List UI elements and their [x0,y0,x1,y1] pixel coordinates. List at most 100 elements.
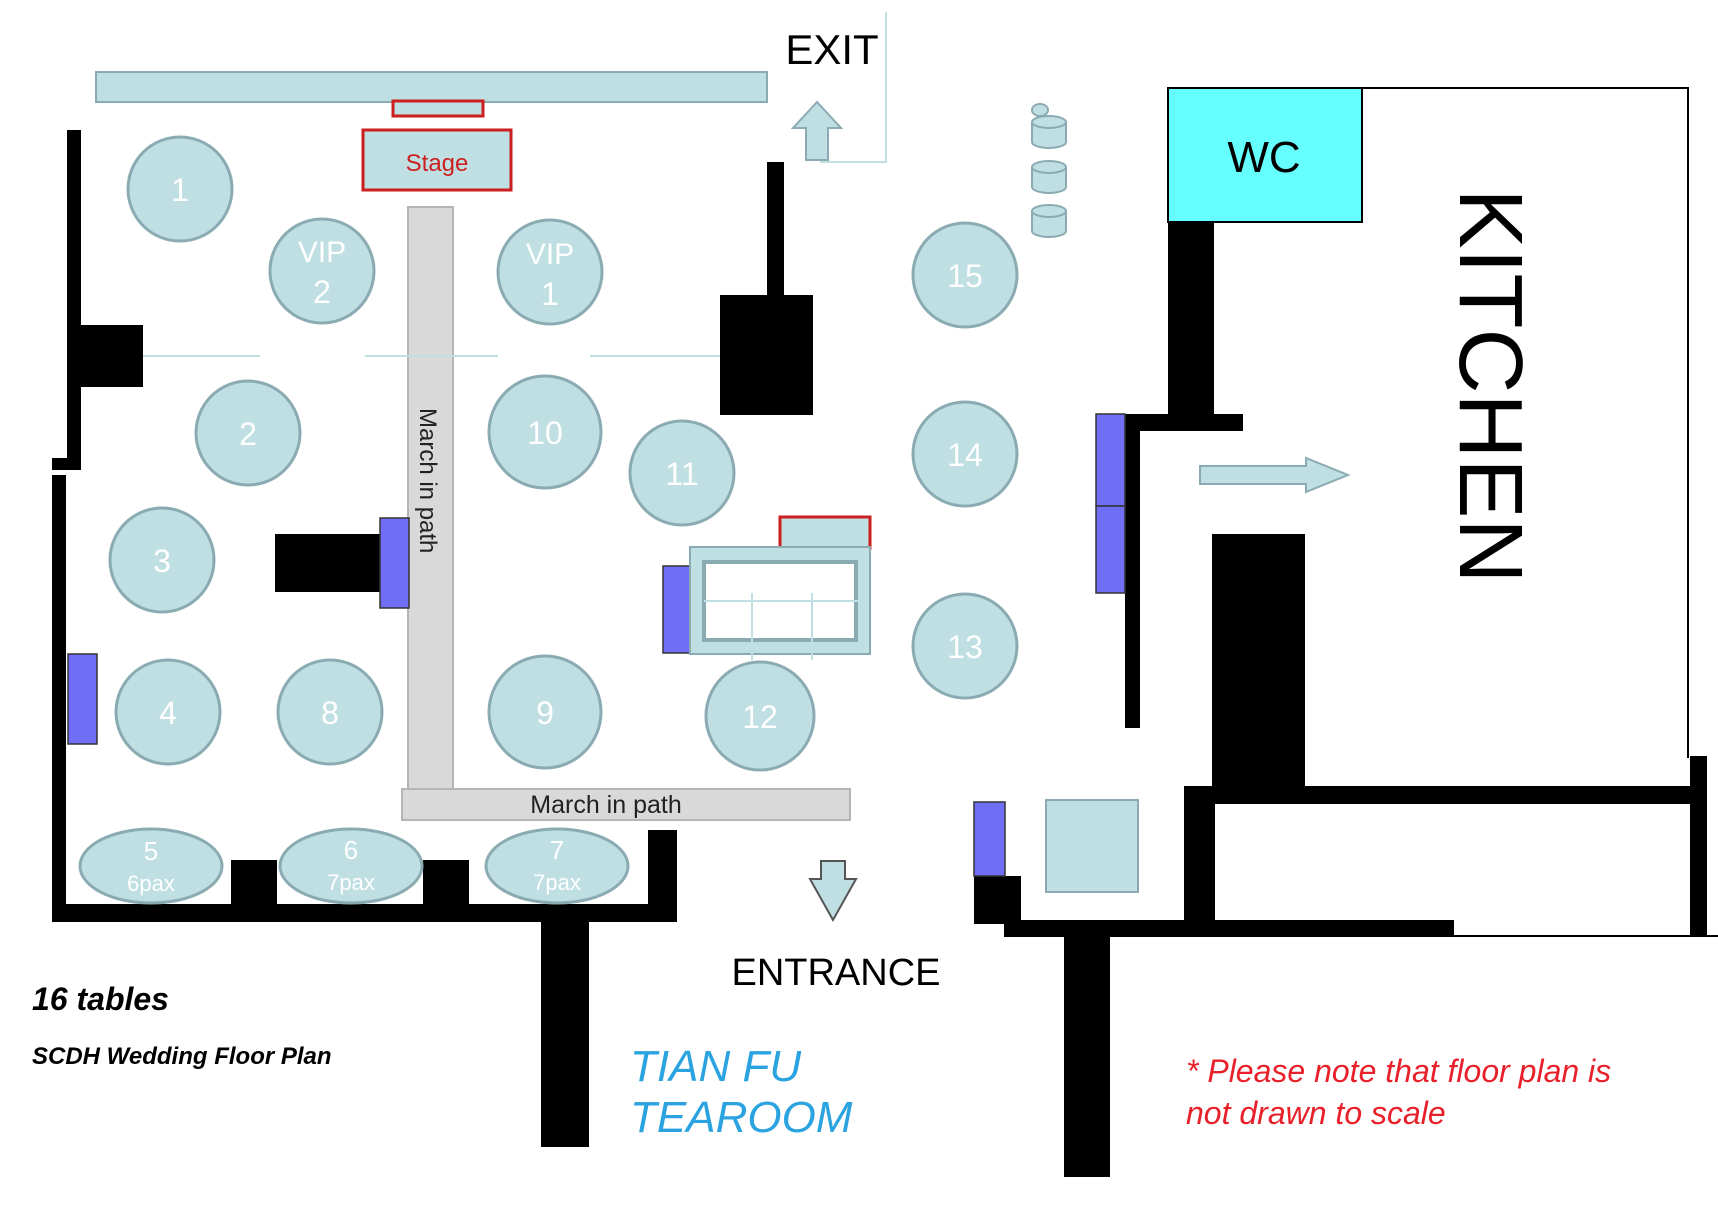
table-number: 4 [159,695,177,731]
table-5: 5 6pax [78,827,224,905]
table-number: 11 [665,456,698,492]
table-10: 10 [487,374,603,490]
wc-label: WC [1227,133,1300,182]
wall [423,860,469,922]
cylinder-cap [1031,103,1049,117]
table-11: 11 [628,419,736,527]
blue-block [379,517,410,609]
table-15: 15 [911,221,1019,329]
cylinder [1031,166,1067,194]
wall [1212,534,1305,804]
wall [1004,920,1454,937]
wall [1125,414,1140,728]
scale-note-line2: not drawn to scale [1186,1095,1446,1131]
wall [1168,218,1214,426]
buffet-top [778,515,872,550]
blue-block [1095,505,1126,594]
table-1: 1 [126,135,234,243]
table-shape [704,660,816,772]
table-2: 2 [194,379,302,487]
scale-note-line1: * Please note that floor plan is [1186,1053,1611,1089]
table-label: VIP [526,238,574,271]
table-number: 1 [541,276,559,312]
table-shape [268,217,376,325]
table-label: VIP [298,236,346,269]
blue-block [973,801,1006,877]
table-shape [911,221,1019,329]
wall [1184,786,1693,804]
tearoom-label-line1: TIAN FU [630,1042,801,1091]
table-7: 7 7pax [484,827,630,905]
table-number: 2 [239,416,257,452]
square-table [1045,799,1139,893]
table-capacity: 7pax [327,870,375,895]
wall [52,458,81,470]
wall [1690,756,1707,936]
wall [52,904,677,922]
plan-title: SCDH Wedding Floor Plan [32,1043,332,1070]
march-path-horizontal [401,788,851,821]
wall [67,325,143,387]
table-13: 13 [911,592,1019,700]
table-number: 13 [947,629,983,665]
table-number: 15 [947,258,983,294]
blue-block [67,653,98,745]
stage [361,128,513,192]
march-path-vertical-label: March in path [414,408,441,553]
cylinder-top [1031,204,1067,218]
table-count: 16 tables [32,981,169,1017]
entrance-arrow [808,860,858,923]
table-vip-1: VIP 1 [496,218,604,326]
table-shape [487,374,603,490]
wall [1064,932,1110,1177]
kitchen-label: KITCHEN [1440,188,1540,583]
stage-small [391,99,485,118]
table-shape [194,379,302,487]
table-number: 10 [527,415,563,451]
table-number: 2 [313,274,331,310]
exit-door-line [820,12,887,163]
cylinder [1031,121,1067,149]
table-14: 14 [911,400,1019,508]
stage-label: Stage [406,150,469,177]
table-number: 6 [344,835,358,865]
table-shape [276,658,384,766]
wall [1184,800,1215,936]
table-3: 3 [108,506,216,614]
table-capacity: 6pax [127,871,175,896]
exit-arrow [790,100,844,161]
table-shape [484,827,630,905]
wall [275,534,380,592]
march-path-vertical [407,206,454,793]
entrance-label: ENTRANCE [731,952,940,994]
kitchen-arrow [1199,456,1351,494]
table-9: 9 [487,654,603,770]
table-8: 8 [276,658,384,766]
table-4: 4 [114,658,222,766]
tables-group: 1 VIP 2 VIP 1 15 2 10 11 14 [78,135,1019,905]
cylinder [1031,210,1067,238]
table-number: 14 [947,437,983,473]
wall [648,830,677,922]
table-shape [278,827,424,905]
table-number: 7 [550,835,564,865]
wall [720,295,813,415]
top-bar [95,71,768,103]
table-shape [114,658,222,766]
wall [767,162,784,297]
wall [67,130,81,463]
table-shape [126,135,234,243]
blue-block [662,565,691,654]
table-number: 1 [171,172,189,208]
table-capacity: 7pax [533,870,581,895]
wall [1125,414,1243,431]
wall [974,876,1021,924]
table-6: 6 7pax [278,827,424,905]
table-shape [628,419,736,527]
table-number: 3 [153,543,171,579]
table-number: 12 [742,699,778,735]
cylinder-stack [1031,103,1067,238]
table-vip-2: VIP 2 [268,217,376,325]
table-shape [78,827,224,905]
